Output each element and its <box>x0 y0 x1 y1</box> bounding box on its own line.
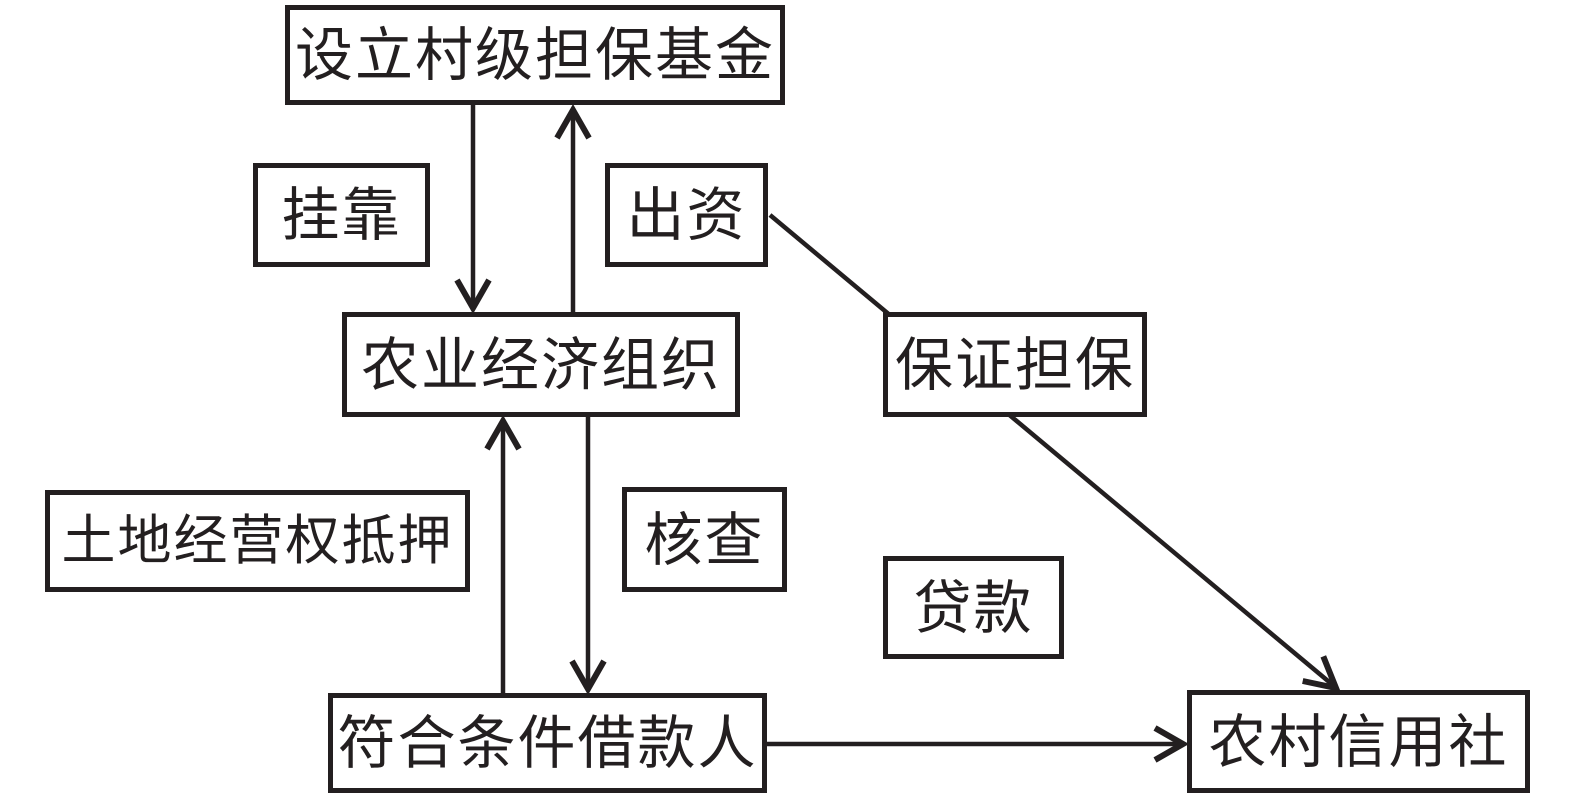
arrow-org-to-fund <box>554 103 592 312</box>
label-loan: 贷款 <box>883 556 1064 659</box>
label-chuzi: 出资 <box>605 163 768 267</box>
label-guakao: 挂靠 <box>253 163 430 267</box>
arrow-fund-to-org <box>454 105 492 315</box>
label-land-rights-mortgage: 土地经营权抵押 <box>45 490 470 592</box>
node-qualified-borrower: 符合条件借款人 <box>328 693 767 793</box>
arrow-chuzi-to-credit <box>768 213 1341 693</box>
arrow-borrower-to-org <box>484 414 522 693</box>
arrow-org-to-borrower <box>569 417 607 696</box>
label-verification: 核查 <box>622 487 787 592</box>
node-setup-fund: 设立村级担保基金 <box>285 5 785 105</box>
arrow-borrower-to-credit <box>767 725 1190 763</box>
node-agricultural-economic-organization: 农业经济组织 <box>342 312 740 417</box>
node-rural-credit-cooperative: 农村信用社 <box>1187 690 1530 793</box>
label-guarantee: 保证担保 <box>883 312 1147 417</box>
